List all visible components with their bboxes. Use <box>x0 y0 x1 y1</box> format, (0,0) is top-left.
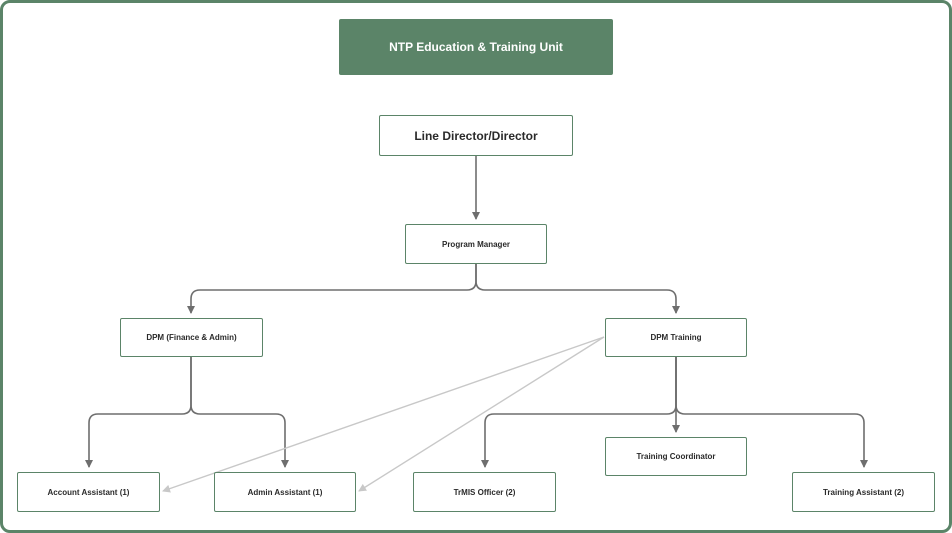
node-admin-assistant: Admin Assistant (1) <box>214 472 356 512</box>
node-trmis-officer: TrMIS Officer (2) <box>413 472 556 512</box>
connector-training-admin-secondary <box>358 336 605 492</box>
connector-training-account-secondary <box>162 336 605 493</box>
connector-training-assistant <box>675 357 868 468</box>
node-line-director: Line Director/Director <box>379 115 573 156</box>
node-program-manager: Program Manager <box>405 224 547 264</box>
node-dpm-finance-admin: DPM (Finance & Admin) <box>120 318 263 357</box>
connector-finance-admin <box>190 357 289 468</box>
connector-finance-account <box>85 357 192 468</box>
node-dpm-training: DPM Training <box>605 318 747 357</box>
node-training-assistant: Training Assistant (2) <box>792 472 935 512</box>
unit-title: NTP Education & Training Unit <box>339 19 613 75</box>
connector-pm-dpm-training <box>475 264 680 314</box>
node-training-coordinator: Training Coordinator <box>605 437 747 476</box>
node-account-assistant: Account Assistant (1) <box>17 472 160 512</box>
connector-pm-dpm-finance <box>187 264 477 314</box>
